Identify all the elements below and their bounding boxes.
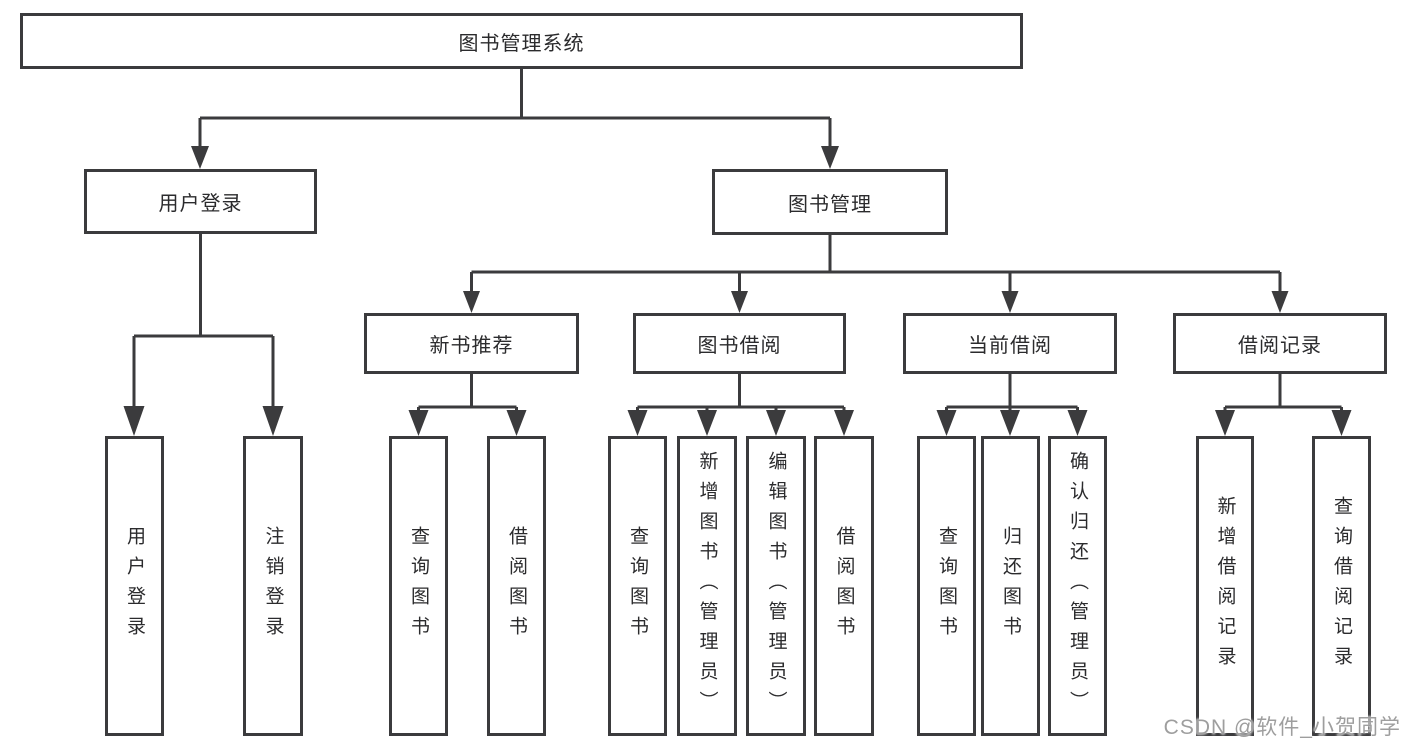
node-new-book-recommend-label: 新书推荐 xyxy=(429,335,514,357)
node-root-label: 图书管理系统 xyxy=(458,32,585,55)
leaf-bb-borrow-books-label: 借阅图书 xyxy=(833,526,855,646)
node-book-borrowing: 图书借阅 xyxy=(633,313,846,374)
node-book-management-label: 图书管理 xyxy=(788,193,872,216)
leaf-bb-query-books: 查询图书 xyxy=(608,436,667,736)
leaf-cb-query-books: 查询图书 xyxy=(917,436,976,736)
leaf-cb-query-books-label: 查询图书 xyxy=(936,526,957,646)
node-borrowing-records-label: 借阅记录 xyxy=(1238,335,1322,357)
node-current-borrowing: 当前借阅 xyxy=(903,313,1117,374)
leaf-cb-return-books: 归还图书 xyxy=(981,436,1040,736)
leaf-br-query-record-label: 查询借阅记录 xyxy=(1331,496,1352,676)
leaf-cb-confirm-return-admin-label: 确认归还（管理员） xyxy=(1067,451,1088,721)
node-root: 图书管理系统 xyxy=(20,13,1023,69)
leaf-nb-query-books-label: 查询图书 xyxy=(408,526,429,646)
node-user-login-label: 用户登录 xyxy=(158,193,243,215)
leaf-logout: 注销登录 xyxy=(243,436,303,736)
leaf-br-add-record: 新增借阅记录 xyxy=(1196,436,1254,736)
node-book-borrowing-label: 图书借阅 xyxy=(697,335,782,357)
node-user-login: 用户登录 xyxy=(84,169,317,234)
node-new-book-recommend: 新书推荐 xyxy=(364,313,579,374)
leaf-user-login-label: 用户登录 xyxy=(124,526,145,646)
leaf-bb-borrow-books: 借阅图书 xyxy=(814,436,874,736)
leaf-nb-borrow-books-label: 借阅图书 xyxy=(506,526,527,646)
leaf-user-login: 用户登录 xyxy=(105,436,164,736)
node-borrowing-records: 借阅记录 xyxy=(1173,313,1387,374)
leaf-bb-edit-books-admin: 编辑图书（管理员） xyxy=(746,436,806,736)
node-current-borrowing-label: 当前借阅 xyxy=(968,335,1052,357)
leaf-bb-edit-books-admin-label: 编辑图书（管理员） xyxy=(765,451,787,721)
node-book-management: 图书管理 xyxy=(712,169,948,235)
leaf-nb-query-books: 查询图书 xyxy=(389,436,448,736)
leaf-nb-borrow-books: 借阅图书 xyxy=(487,436,546,736)
leaf-br-query-record: 查询借阅记录 xyxy=(1312,436,1371,736)
leaf-logout-label: 注销登录 xyxy=(262,526,284,646)
csdn-watermark: CSDN @软件_小贺同学 xyxy=(1163,716,1401,739)
leaf-br-add-record-label: 新增借阅记录 xyxy=(1214,496,1236,676)
leaf-bb-add-books-admin-label: 新增图书（管理员） xyxy=(696,451,718,721)
leaf-bb-add-books-admin: 新增图书（管理员） xyxy=(677,436,737,736)
leaf-bb-query-books-label: 查询图书 xyxy=(627,526,648,646)
leaf-cb-confirm-return-admin: 确认归还（管理员） xyxy=(1048,436,1107,736)
leaf-cb-return-books-label: 归还图书 xyxy=(1000,526,1021,646)
